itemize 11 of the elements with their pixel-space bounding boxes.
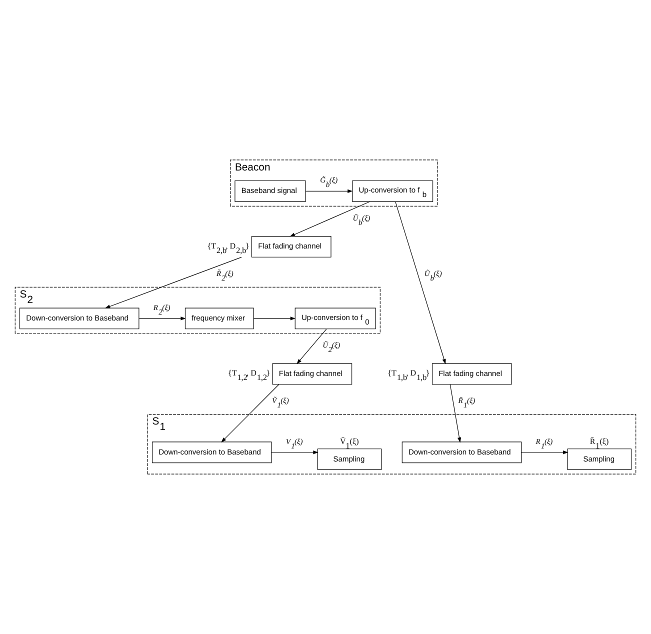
- arrow: [104, 256, 242, 308]
- arrow: [296, 328, 327, 364]
- arrow: [221, 384, 280, 443]
- arrow: [305, 189, 353, 193]
- arrow: [253, 316, 296, 320]
- arrow: [450, 384, 462, 443]
- arrow: [290, 201, 370, 237]
- arrow: [271, 450, 318, 454]
- arrow: [395, 202, 446, 364]
- arrow: [521, 450, 568, 454]
- arrow: [138, 316, 186, 320]
